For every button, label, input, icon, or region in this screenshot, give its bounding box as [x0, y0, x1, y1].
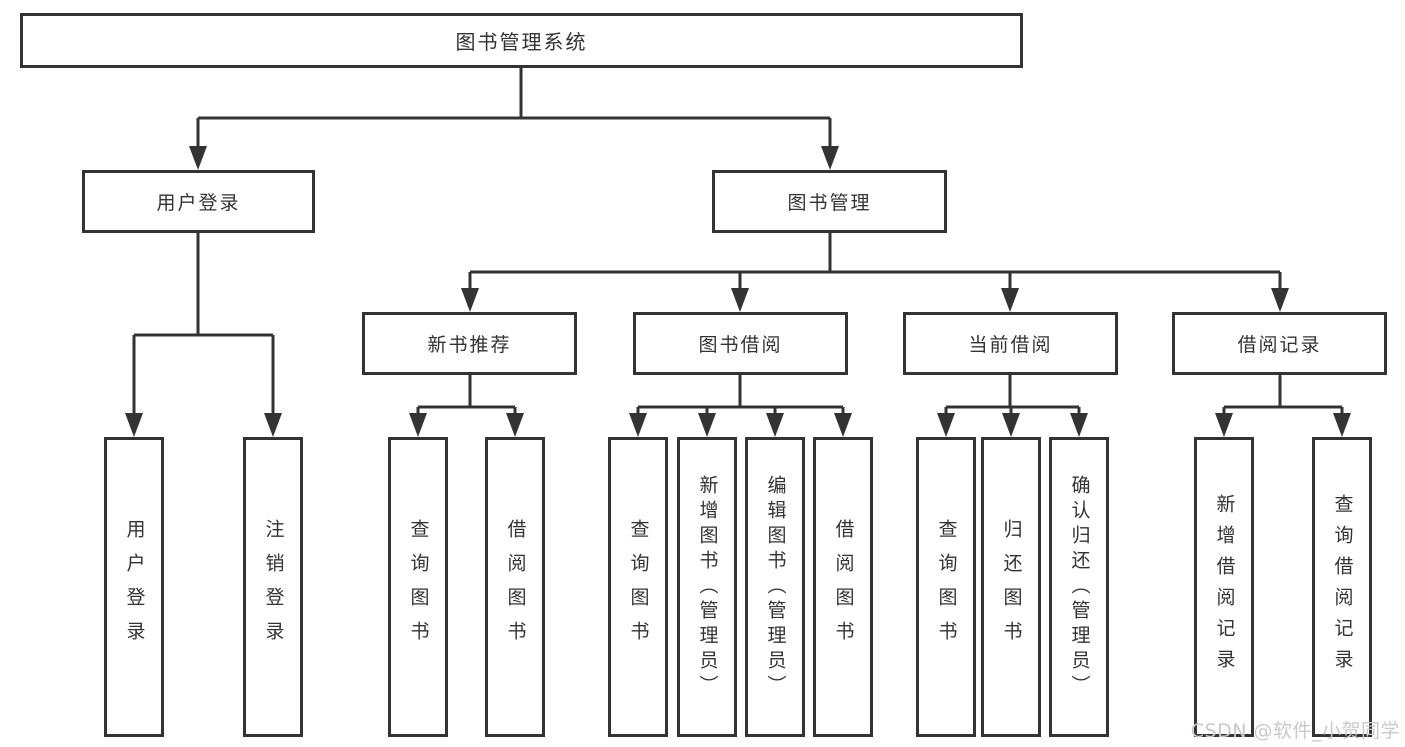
leaf-label: 归还图书 [1000, 519, 1023, 655]
leaf-return-books: 归还图书 [981, 437, 1041, 737]
leaf-label: 用户登录 [123, 519, 146, 655]
leaf-borrow-books-recommend: 借阅图书 [485, 437, 545, 737]
leaf-label: 查询图书 [935, 519, 958, 655]
leaf-label: 编辑图书（管理员） [764, 474, 787, 700]
leaf-edit-books-admin: 编辑图书（管理员） [745, 437, 805, 737]
node-current-borrowing: 当前借阅 [903, 312, 1118, 375]
leaf-query-books-current: 查询图书 [916, 437, 976, 737]
leaf-confirm-return-admin: 确认归还（管理员） [1049, 437, 1109, 737]
leaf-add-borrow-record: 新增借阅记录 [1194, 437, 1254, 737]
node-book-borrowing: 图书借阅 [633, 312, 848, 375]
leaf-user-login: 用户登录 [104, 437, 164, 737]
leaf-borrow-books: 借阅图书 [813, 437, 873, 737]
node-new-book-recommendation: 新书推荐 [362, 312, 577, 375]
leaf-label: 确认归还（管理员） [1068, 474, 1091, 700]
leaf-label: 借阅图书 [832, 519, 855, 655]
leaf-label: 借阅图书 [504, 519, 527, 655]
leaf-query-books-recommend: 查询图书 [388, 437, 448, 737]
leaf-label: 新增借阅记录 [1213, 494, 1236, 680]
leaf-label: 查询图书 [627, 519, 650, 655]
leaf-add-books-admin: 新增图书（管理员） [677, 437, 737, 737]
leaf-label: 查询图书 [407, 519, 430, 655]
node-borrowing-records: 借阅记录 [1172, 312, 1387, 375]
leaf-query-borrow-record: 查询借阅记录 [1312, 437, 1372, 737]
leaf-label: 查询借阅记录 [1331, 494, 1354, 680]
csdn-watermark: CSDN @软件_小贺同学 [1190, 720, 1400, 742]
leaf-label: 注销登录 [262, 519, 285, 655]
node-library-management-system: 图书管理系统 [20, 13, 1023, 68]
leaf-query-books-borrowing: 查询图书 [608, 437, 668, 737]
node-book-management: 图书管理 [712, 170, 947, 233]
leaf-label: 新增图书（管理员） [696, 474, 719, 700]
leaf-logout: 注销登录 [243, 437, 303, 737]
node-user-login: 用户登录 [82, 170, 315, 233]
